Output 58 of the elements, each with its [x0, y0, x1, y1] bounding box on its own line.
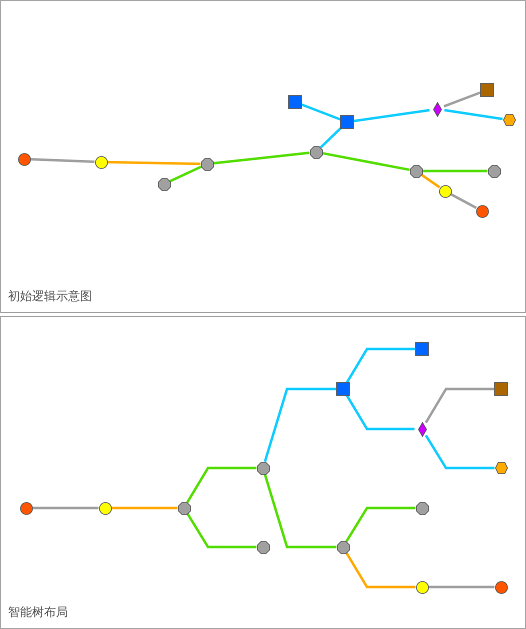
connector-line	[345, 506, 416, 542]
square-symbol	[415, 342, 429, 356]
connector-line	[322, 152, 410, 172]
circle-symbol	[416, 580, 428, 594]
connector-line	[264, 474, 336, 548]
square-symbol	[480, 83, 494, 97]
connector-line	[345, 552, 416, 588]
connector-line	[444, 91, 481, 108]
circle-symbol	[476, 204, 488, 218]
octagon-symbol	[410, 164, 422, 178]
diamond-symbol	[418, 422, 426, 436]
circle-symbol	[94, 156, 108, 168]
connector-line	[354, 108, 430, 122]
connector-line	[30, 158, 95, 163]
octagon-symbol	[336, 540, 350, 554]
connector-line	[107, 160, 201, 166]
octagon-symbol	[200, 158, 214, 170]
hexagon-symbol	[494, 462, 508, 474]
panel-caption: 智能树布局	[8, 604, 68, 621]
connector-line	[32, 506, 98, 510]
circle-symbol	[98, 502, 112, 514]
octagon-symbol	[310, 146, 322, 158]
circle-symbol	[438, 184, 452, 198]
diamond-symbol	[432, 102, 442, 116]
connector-line	[450, 193, 477, 209]
connector-line	[112, 506, 178, 510]
hexagon-symbol	[502, 114, 516, 126]
connector-line	[213, 151, 310, 165]
circle-symbol	[494, 580, 508, 594]
connector-line	[428, 586, 494, 588]
panel-caption: 初始逻辑示意图	[8, 288, 92, 305]
connector-line	[346, 348, 415, 384]
connector-line	[301, 103, 341, 121]
connector-line	[424, 388, 494, 424]
square-symbol	[494, 382, 508, 396]
diagram-panel	[0, 0, 526, 313]
connector-line	[444, 108, 503, 120]
octagon-symbol	[256, 462, 270, 474]
octagon-symbol	[416, 502, 428, 514]
connector-line	[186, 512, 256, 548]
diagram-panel	[0, 316, 526, 629]
square-symbol	[288, 95, 302, 109]
circle-symbol	[20, 502, 32, 514]
connector-line	[424, 434, 494, 470]
octagon-symbol	[158, 178, 170, 190]
connector-line	[169, 166, 202, 182]
square-symbol	[340, 115, 354, 129]
connector-line	[420, 174, 440, 188]
connector-line	[320, 126, 343, 148]
connector-line	[346, 394, 414, 430]
connector-line	[422, 170, 488, 172]
octagon-symbol	[488, 164, 500, 178]
octagon-symbol	[256, 540, 270, 554]
octagon-symbol	[178, 502, 190, 514]
circle-symbol	[18, 152, 30, 166]
connector-line	[186, 466, 256, 504]
connector-line	[264, 388, 336, 462]
square-symbol	[336, 382, 350, 396]
